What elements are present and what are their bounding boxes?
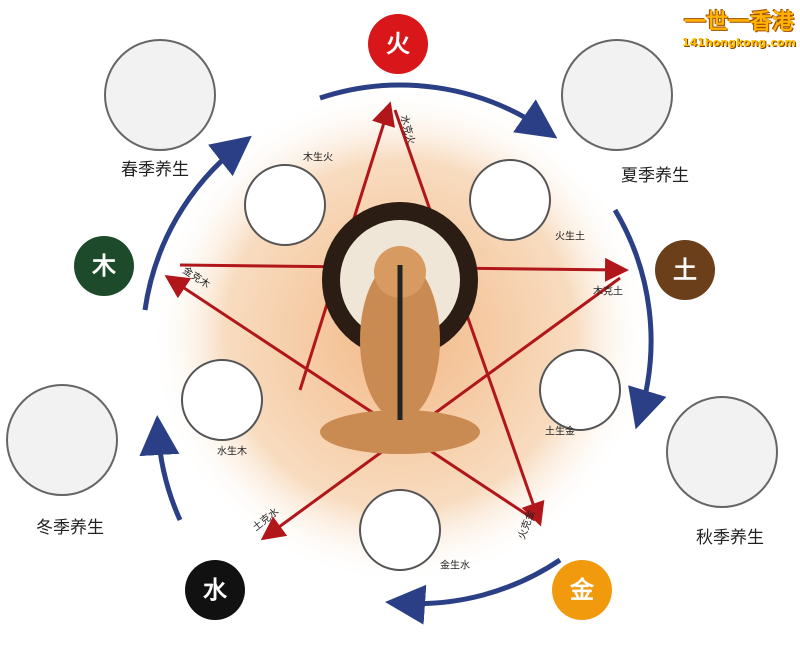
element-badges xyxy=(74,14,715,620)
inner-illustrations xyxy=(181,159,621,571)
element-wood: 木 xyxy=(91,252,117,280)
label-earth-metal: 土生金 xyxy=(545,425,575,438)
element-fire: 火 xyxy=(386,30,410,58)
season-illustrations xyxy=(6,39,778,508)
watermark-title: 一世一香港 xyxy=(683,10,794,35)
watermark-site: 141hongkong.com xyxy=(681,36,796,49)
element-water: 水 xyxy=(203,576,228,604)
label-summer: 夏季养生 xyxy=(621,166,689,186)
element-earth: 土 xyxy=(673,256,697,284)
arrow-fire-earth xyxy=(319,82,558,139)
label-water-wood: 水生木 xyxy=(217,445,247,458)
arrow-water-wood xyxy=(139,415,183,522)
watermark-logo: 一世一香港 141hongkong.com xyxy=(682,4,796,49)
label-autumn: 秋季养生 xyxy=(696,528,764,548)
label-fire-earth: 火生土 xyxy=(555,230,585,243)
label-metal-water: 金生水 xyxy=(440,559,470,572)
label-winter: 冬季养生 xyxy=(36,518,104,538)
meditating-figure xyxy=(320,202,480,454)
arrow-metal-wood xyxy=(164,275,536,522)
label-wood-earth: 木克土 xyxy=(593,285,623,298)
element-metal: 金 xyxy=(569,576,595,604)
arrow-metal-water xyxy=(385,557,562,625)
label-wood-fire: 木生火 xyxy=(303,151,333,164)
arrow-wood-fire xyxy=(142,135,252,311)
generating-cycle-arrows xyxy=(139,82,667,625)
label-spring: 春季养生 xyxy=(121,160,189,180)
arrow-earth-metal xyxy=(612,208,667,430)
arrow-earth-water xyxy=(260,276,621,541)
